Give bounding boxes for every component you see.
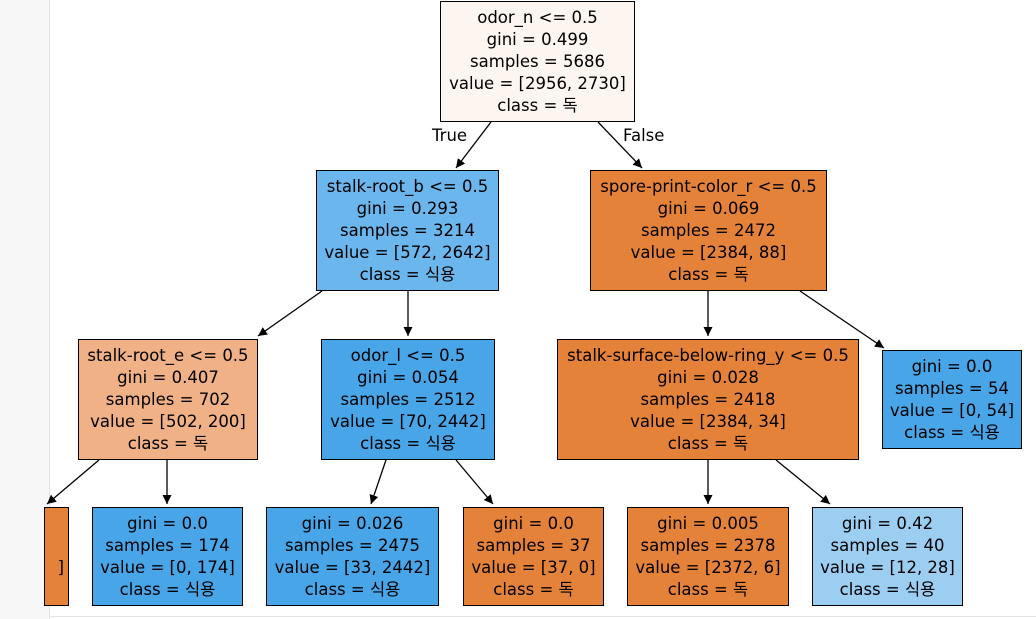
node-gini: gini = 0.0 [127,513,208,533]
node-samples: samples = 54 [895,378,1009,398]
node-value: value = [2384, 34] [630,411,786,431]
edge-label-false: False [623,126,665,145]
bottom-divider [49,616,1036,617]
left-gutter [0,0,50,619]
node-class: class = 독 [497,95,578,115]
node-class: class = 독 [668,264,749,284]
tree-node-root: odor_n <= 0.5 gini = 0.499 samples = 568… [440,1,635,122]
edge-root-n2 [597,121,643,169]
node-samples: samples = 5686 [470,51,605,71]
tree-node-n8: gini = 0.0 samples = 174 value = [0, 174… [92,507,243,606]
node-samples: samples = 2472 [641,220,776,240]
node-split-condition: stalk-root_b <= 0.5 [326,176,489,196]
node-value: value = [70, 2442] [330,411,486,431]
node-gini: gini = 0.42 [841,513,934,533]
node-class: class = 독 [493,579,574,599]
edge-root-n1 [455,121,492,169]
node-samples: samples = 40 [830,535,945,555]
node-gini: gini = 0.026 [301,513,404,533]
node-split-condition: odor_n <= 0.5 [477,7,598,27]
node-samples: samples = 2512 [340,389,476,409]
node-value: value = [502, 200] [90,411,246,431]
node-split-condition: stalk-surface-below-ring_y <= 0.5 [567,345,849,365]
node-gini: gini = 0.005 [657,513,759,533]
tree-node-n12: gini = 0.42 samples = 40 value = [12, 28… [812,507,963,606]
node-gini: gini = 0.0 [493,513,574,533]
edge-label-true: True [432,126,468,145]
edge-n2-n6 [799,290,885,349]
node-value: value = [12, 28] [820,557,955,577]
node-class: class = 식용 [839,579,936,599]
edge-n1-n3 [257,290,323,337]
node-value-partial: ] [57,557,64,577]
node-gini: gini = 0.054 [357,367,459,387]
node-gini: gini = 0.499 [486,29,589,49]
edge-n4-n9 [369,459,387,505]
node-samples: samples = 37 [476,535,591,555]
node-class: class = 독 [667,433,749,453]
edge-n4-n10 [455,459,494,505]
node-samples: samples = 2378 [640,535,776,555]
tree-node-n6: gini = 0.0 samples = 54 value = [0, 54] … [882,350,1022,449]
node-class: class = 식용 [359,264,456,284]
tree-node-n5: stalk-surface-below-ring_y <= 0.5 gini =… [557,339,859,460]
tree-node-n2: spore-print-color_r <= 0.5 gini = 0.069 … [590,170,827,291]
node-value: value = [2372, 6] [635,557,781,577]
node-value: value = [0, 54] [889,400,1015,420]
node-value: value = [37, 0] [471,557,596,577]
node-samples: samples = 2475 [285,535,420,555]
node-split-condition: spore-print-color_r <= 0.5 [600,176,817,196]
tree-node-n1: stalk-root_b <= 0.5 gini = 0.293 samples… [316,170,499,291]
node-samples: samples = 702 [105,389,231,409]
node-class: class = 식용 [360,433,456,453]
node-class: class = 식용 [304,579,401,599]
edge-n5-n12 [775,459,831,505]
node-samples: samples = 2418 [640,389,776,409]
edge-n3-n7 [46,459,100,505]
node-gini: gini = 0.293 [356,198,459,218]
tree-node-n10: gini = 0.0 samples = 37 value = [37, 0] … [463,507,604,606]
tree-node-n11: gini = 0.005 samples = 2378 value = [237… [627,507,789,606]
node-value: value = [572, 2642] [324,242,491,262]
node-class: class = 독 [127,433,209,453]
tree-node-n9: gini = 0.026 samples = 2475 value = [33,… [266,507,439,606]
node-class: class = 독 [667,579,749,599]
node-class: class = 식용 [904,422,1000,442]
node-class: class = 식용 [119,579,216,599]
node-samples: samples = 174 [105,535,230,555]
node-gini: gini = 0.407 [117,367,219,387]
node-gini: gini = 0.069 [657,198,760,218]
tree-node-n4: odor_l <= 0.5 gini = 0.054 samples = 251… [321,339,495,460]
node-value: value = [2384, 88] [630,242,787,262]
node-value: value = [33, 2442] [274,557,431,577]
node-gini: gini = 0.028 [657,367,759,387]
node-value: value = [0, 174] [100,557,235,577]
node-split-condition: odor_l <= 0.5 [350,345,466,365]
tree-node-n7-partial: ] [44,507,69,606]
node-samples: samples = 3214 [340,220,475,240]
node-split-condition: stalk-root_e <= 0.5 [87,345,249,365]
tree-node-n3: stalk-root_e <= 0.5 gini = 0.407 samples… [78,339,258,460]
node-value: value = [2956, 2730] [449,73,626,93]
node-gini: gini = 0.0 [911,356,993,376]
